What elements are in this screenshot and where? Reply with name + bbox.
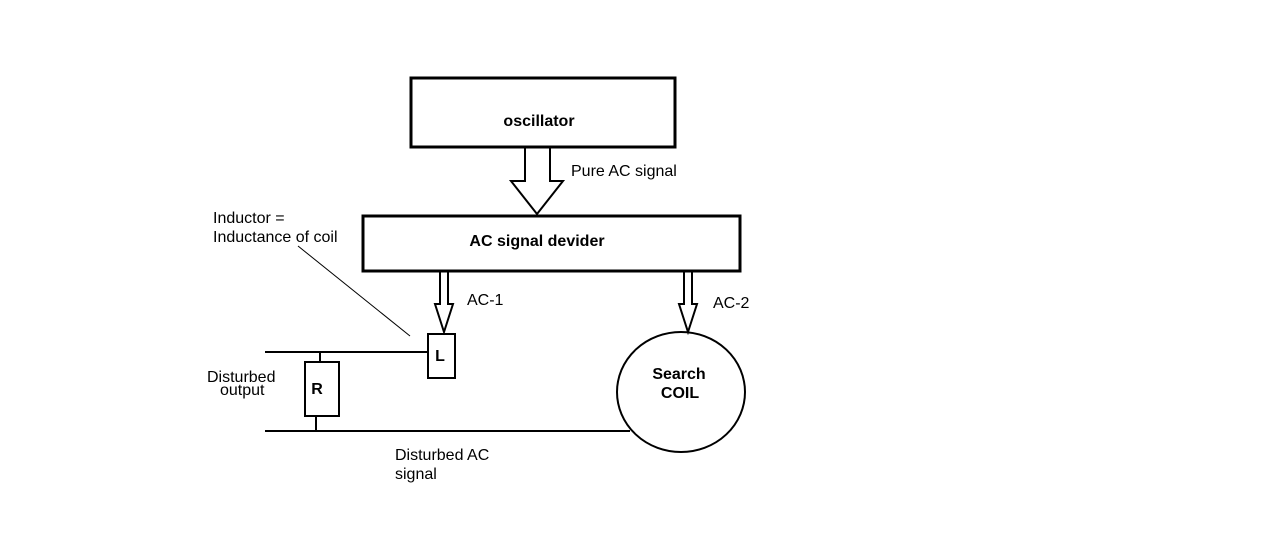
ac1-arrow (433, 270, 455, 336)
disturbed-ac-line1: Disturbed AC (395, 447, 489, 464)
divider-label: AC signal devider (469, 233, 604, 250)
disturbed-output-line2: output (220, 382, 265, 399)
resistor-component: R (304, 361, 340, 417)
inductor-note-line2: Inductance of coil (213, 229, 338, 246)
search-coil: Search COIL (616, 331, 746, 453)
inductor-label: L (435, 348, 445, 365)
divider-block: AC signal devider (361, 214, 742, 273)
ac2-label: AC-2 (713, 295, 750, 312)
inductor-pointer-line (297, 245, 411, 337)
ac2-arrow (677, 270, 699, 336)
disturbed-output-line1: Disturbed (207, 369, 275, 386)
oscillator-block: oscillator (409, 76, 677, 149)
ac1-label: AC-1 (467, 292, 504, 309)
inductor-note-line1: Inductor = (213, 210, 285, 227)
pure-ac-arrow (508, 146, 566, 216)
pure-ac-label: Pure AC signal (571, 163, 677, 180)
coil-label-line1: Search (652, 366, 705, 383)
resistor-label: R (311, 381, 323, 398)
inductor-component: L (427, 333, 456, 379)
coil-label-line2: COIL (661, 385, 699, 402)
disturbed-ac-line2: signal (395, 466, 437, 483)
oscillator-label: oscillator (503, 113, 574, 130)
